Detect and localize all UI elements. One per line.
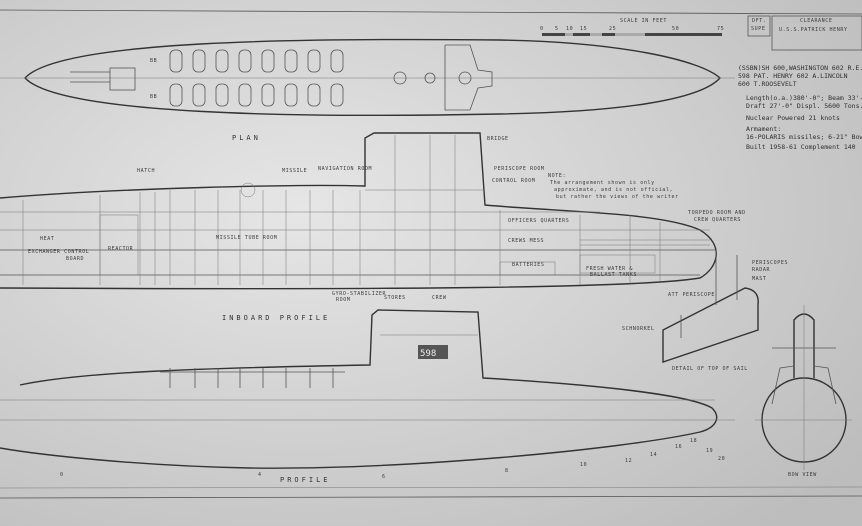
title-block-notes-8-label: Built 1958-61 Complement 140	[746, 143, 856, 151]
labels-officers-quarters-label: OFFICERS QUARTERS	[508, 218, 569, 224]
title-block-notes-2-label: 600 T.ROOSEVELT	[738, 80, 797, 88]
profile-title: PROFILE	[280, 476, 331, 484]
title-block-notes-5-label: Nuclear Powered 21 knots	[746, 114, 840, 122]
labels-mast-label: MAST	[752, 276, 766, 282]
labels-schnorkel-label: SCHNORKEL	[622, 326, 655, 332]
labels-station-numbers-7-label: 16	[675, 444, 682, 450]
labels-station-numbers-0-label: 0	[60, 472, 64, 478]
labels-station-numbers-6-label: 14	[650, 452, 657, 458]
labels-plan-marks-1-label: BB	[150, 94, 157, 100]
labels-station-numbers-2-label: 6	[382, 474, 386, 480]
title-block-notes-4-label: Draft 27'-0" Displ. 5600 Tons.	[746, 102, 862, 110]
scale-ticks-2-label: 10	[566, 26, 573, 32]
scale-ticks-3-label: 15	[580, 26, 587, 32]
labels-navigation-room-label: NAVIGATION ROOM	[318, 166, 372, 172]
plan-view: BB BB PLAN	[0, 38, 735, 142]
labels-note-label: NOTE:	[548, 173, 566, 179]
labels-station-numbers-8-label: 18	[690, 438, 697, 444]
labels-bridge-label: BRIDGE	[487, 136, 509, 142]
profile-view: 598 0 4 6 8 10 12 14 16 18 19 20 PROFILE	[0, 309, 735, 484]
title-block-notes-6-label: Armament:	[746, 125, 781, 133]
labels-note-lines-0-label: The arrangement shown is only	[550, 180, 655, 186]
labels-plan-marks-0-label: BB	[150, 58, 157, 64]
title-block-notes-0-label: (SSBN)SH 600,WASHINGTON 602 R.E.LEE	[738, 64, 862, 72]
labels-station-numbers-5-label: 12	[625, 458, 632, 464]
labels-torpedo-room-label: TORPEDO ROOM AND	[688, 210, 746, 216]
scale-ticks-0-label: 0	[540, 26, 544, 32]
bow-view: BOW VIEW	[755, 305, 852, 478]
labels-crews-mess-label: CREWS MESS	[508, 238, 544, 244]
labels-station-numbers-10-label: 20	[718, 456, 725, 462]
labels-radar-label: RADAR	[752, 267, 770, 273]
scale-ticks-4-label: 25	[609, 26, 616, 32]
labels-hatch-label: HATCH	[137, 168, 155, 174]
labels-station-numbers-4-label: 10	[580, 462, 587, 468]
labels-batteries-label: BATTERIES	[512, 262, 545, 268]
views-bow-label: BOW VIEW	[788, 472, 817, 478]
labels-station-numbers-3-label: 8	[505, 468, 509, 474]
labels-station-numbers-9-label: 19	[706, 448, 713, 454]
title-block-notes-3-label: Length(o.a.)380'-0"; Beam 33'-0";	[746, 94, 862, 102]
scale-ticks-5-label: 50	[672, 26, 679, 32]
labels-control-room-label: CONTROL ROOM	[492, 178, 535, 184]
title-block-notes-7-label: 16-POLARIS missiles; 6-21" Bow T.T.	[746, 133, 862, 141]
labels-note-lines-2-label: but rather the views of the writer	[556, 194, 679, 200]
scale-ticks-6-label: 75	[717, 26, 724, 32]
title-block-drawn-value-label: SUPE	[751, 26, 765, 32]
labels-fresh-water-label: FRESH WATER &	[586, 266, 633, 272]
labels-board-label: BOARD	[66, 256, 84, 262]
labels-stores-label: STORES	[384, 295, 406, 301]
labels-ballast-tanks-label: BALLAST TANKS	[590, 272, 637, 278]
sail-detail: PERISCOPES RADAR MAST ATT PERISCOPE SCHN…	[622, 250, 788, 372]
title-block-ship-name-label: U.S.S.PATRICK HENRY	[779, 27, 848, 33]
labels-crew-quarters-label: CREW QUARTERS	[694, 217, 741, 223]
labels-exchanger-control-label: EXCHANGER CONTROL	[28, 249, 89, 255]
title-block-notes-1-label: 598 PAT. HENRY 602 A.LINCOLN	[738, 72, 848, 80]
labels-gyro-label: GYRO-STABILIZER	[332, 291, 387, 297]
labels-att-periscope-label: ATT PERISCOPE	[668, 292, 715, 298]
plan-title: PLAN	[232, 134, 261, 142]
labels-crew-label: CREW	[432, 295, 447, 301]
labels-station-numbers-1-label: 4	[258, 472, 262, 478]
labels-periscopes-label: PERISCOPES	[752, 260, 788, 266]
labels-missile-label: MISSILE	[282, 168, 307, 174]
title-block: DFT. SUPE CLEARANCE U.S.S.PATRICK HENRY …	[738, 15, 862, 151]
labels-periscope-room-label: PERISCOPE ROOM	[494, 166, 545, 172]
labels-reactor-label: REACTOR	[108, 246, 134, 252]
scale-ticks-1-label: 5	[555, 26, 559, 32]
labels-missile-tube-room-label: MISSILE TUBE ROOM	[216, 235, 277, 241]
labels-heat-label: HEAT	[40, 236, 54, 242]
title-block-drawn-label-label: DFT.	[752, 18, 766, 24]
inboard-profile: HATCH MISSILE NAVIGATION ROOM BRIDGE PER…	[0, 132, 746, 322]
title-block-class-label-label: CLEARANCE	[800, 18, 833, 24]
scale-title-label: SCALE IN FEET	[620, 18, 667, 24]
labels-gyro2-label: ROOM	[336, 297, 350, 303]
scale-bar: SCALE IN FEET 0 5 10 15 25 50 75	[540, 18, 724, 36]
inboard-profile-title: INBOARD PROFILE	[222, 314, 330, 322]
hull-number: 598	[420, 349, 436, 359]
views-sail-detail-label: DETAIL OF TOP OF SAIL	[672, 366, 748, 372]
labels-note-lines-1-label: approximate, and is not official,	[554, 187, 673, 193]
